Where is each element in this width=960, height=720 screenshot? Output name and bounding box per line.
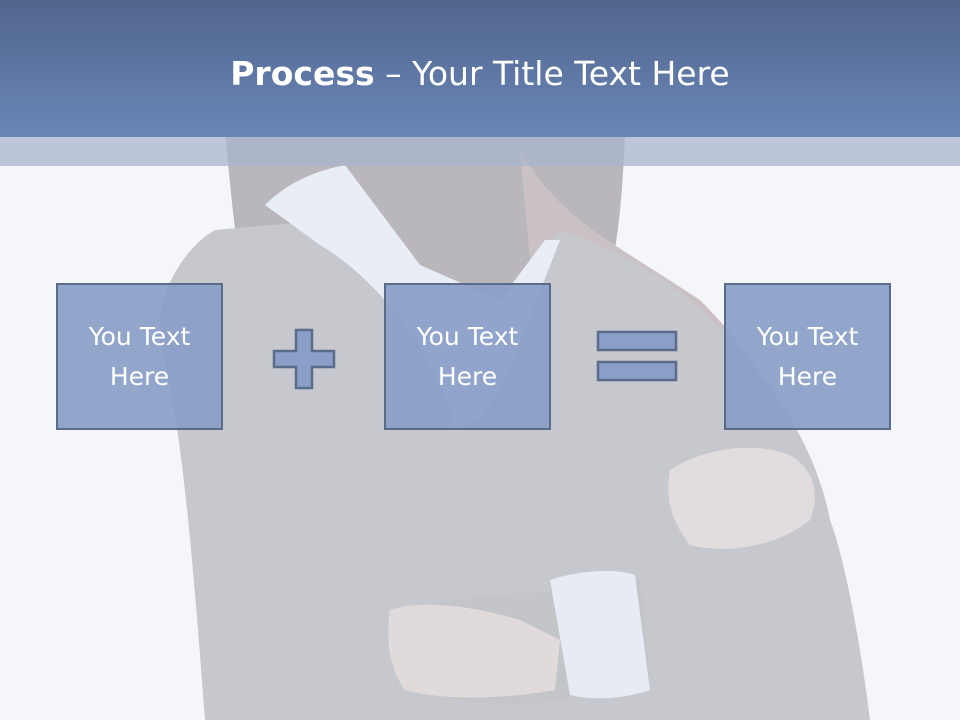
title-bar-accent-strip — [0, 137, 960, 166]
slide-title: Process – Your Title Text Here — [0, 50, 960, 98]
process-box-2[interactable]: You Text Here — [384, 283, 551, 430]
slide-title-bold: Process — [230, 54, 375, 93]
process-box-3[interactable]: You Text Here — [724, 283, 891, 430]
process-box-2-text: You Text Here — [416, 321, 519, 391]
process-box-1-text: You Text Here — [88, 321, 191, 391]
process-box-3-text: You Text Here — [756, 321, 859, 391]
process-box-1[interactable]: You Text Here — [56, 283, 223, 430]
title-bar — [0, 0, 960, 137]
plus-icon — [272, 328, 336, 390]
slide-title-rest: – Your Title Text Here — [374, 54, 730, 93]
equals-icon — [596, 330, 678, 382]
